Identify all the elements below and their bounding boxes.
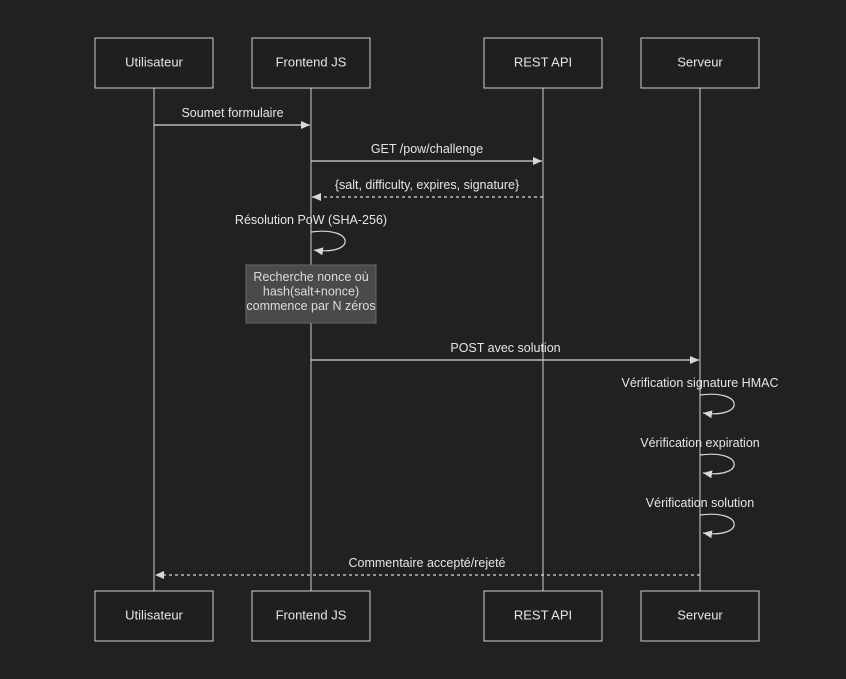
message-2-label: GET /pow/challenge xyxy=(371,142,483,156)
message-1-label: Soumet formulaire xyxy=(181,106,283,120)
actor-label-api-top: REST API xyxy=(514,54,572,69)
message-6-self-arrow xyxy=(699,393,735,419)
message-9-label: Commentaire accepté/rejeté xyxy=(348,556,505,570)
message-8-self-arrow xyxy=(699,513,735,539)
message-7-self-arrow xyxy=(699,453,735,479)
actor-box-api-bottom xyxy=(483,590,603,642)
actor-label-server-bottom: Serveur xyxy=(677,607,723,622)
actor-box-front-top xyxy=(251,37,371,89)
actor-label-user-top: Utilisateur xyxy=(125,54,183,69)
message-8-label: Vérification solution xyxy=(646,496,754,510)
actor-label-user-bottom: Utilisateur xyxy=(125,607,183,622)
message-4-label: Résolution PoW (SHA-256) xyxy=(235,213,387,227)
note-box xyxy=(245,264,377,324)
actor-box-front-bottom xyxy=(251,590,371,642)
actor-box-user-bottom xyxy=(94,590,214,642)
message-7-label: Vérification expiration xyxy=(640,436,760,450)
actor-label-front-top: Frontend JS xyxy=(276,54,347,69)
actor-box-server-bottom xyxy=(640,590,760,642)
actor-label-server-top: Serveur xyxy=(677,54,723,69)
actor-label-api-bottom: REST API xyxy=(514,607,572,622)
message-3-label: {salt, difficulty, expires, signature} xyxy=(335,178,519,192)
note-line-2: hash(salt+nonce) xyxy=(263,285,359,299)
note-line-3: commence par N zéros xyxy=(246,299,375,313)
actor-box-api-top xyxy=(483,37,603,89)
actor-box-server-top xyxy=(640,37,760,89)
note-line-1: Recherche nonce où xyxy=(253,270,368,284)
actor-box-user-top xyxy=(94,37,214,89)
actor-label-front-bottom: Frontend JS xyxy=(276,607,347,622)
message-4-self-arrow xyxy=(310,230,346,256)
message-5-label: POST avec solution xyxy=(450,341,560,355)
message-6-label: Vérification signature HMAC xyxy=(621,376,778,390)
